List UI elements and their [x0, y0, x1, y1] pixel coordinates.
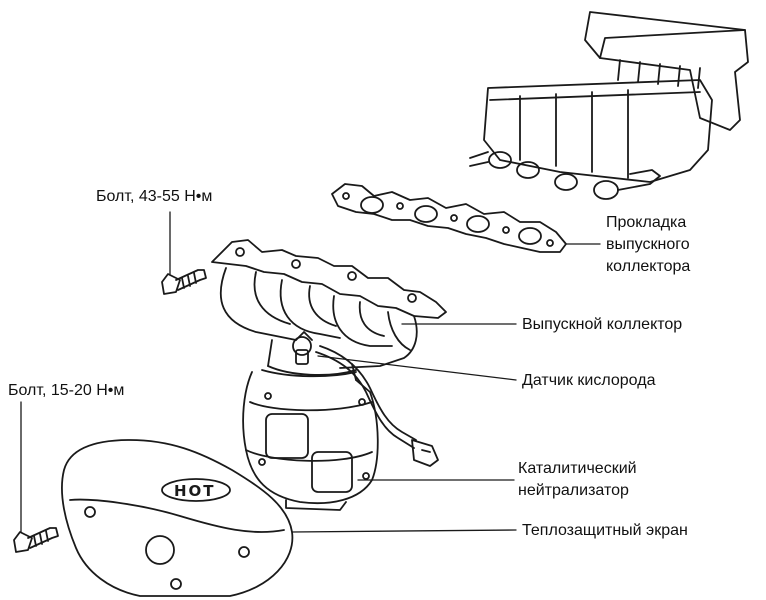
exhaust-manifold-illustration	[211, 239, 447, 381]
catalytic-converter-illustration	[242, 369, 379, 511]
label-gasket-line1: Прокладка	[606, 214, 687, 231]
label-catalytic-converter-line1: Каталитический	[518, 460, 637, 477]
heat-shield-stamp-text: HOT	[174, 482, 216, 500]
label-gasket-line2: выпускного	[606, 236, 690, 253]
intake-manifold-illustration	[469, 11, 749, 200]
label-catalytic-converter-line2: нейтрализатор	[518, 482, 629, 499]
bolt-upper-illustration	[161, 269, 207, 295]
exhaust-manifold-gasket-illustration	[331, 183, 567, 253]
bolt-lower-illustration	[13, 527, 59, 553]
label-bolt-upper: Болт, 43-55 Н•м	[96, 188, 213, 205]
heat-shield-illustration	[61, 439, 294, 597]
label-bolt-lower: Болт, 15-20 Н•м	[8, 382, 125, 399]
leader-lines	[20, 211, 601, 533]
label-heat-shield: Теплозащитный экран	[522, 522, 688, 539]
label-oxygen-sensor: Датчик кислорода	[522, 372, 656, 389]
oxygen-sensor-illustration	[315, 345, 439, 467]
label-exhaust-manifold: Выпускной коллектор	[522, 316, 683, 333]
label-gasket-line3: коллектора	[606, 258, 691, 275]
